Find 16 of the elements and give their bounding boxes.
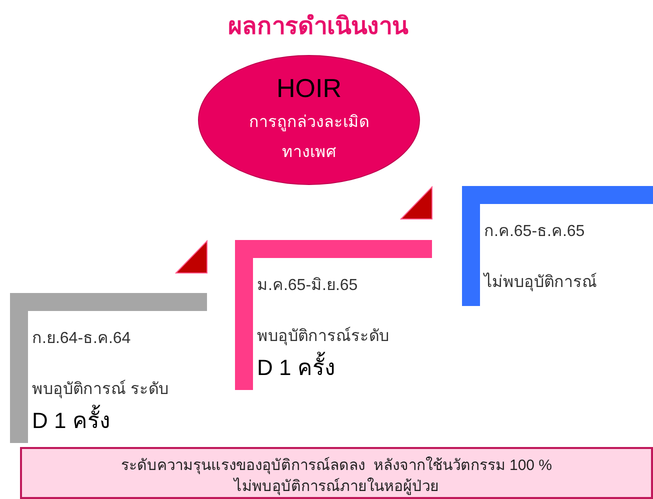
result-text: D 1 ครั้ง — [32, 403, 207, 438]
period-label: ม.ค.65-มิ.ย.65 — [257, 276, 359, 296]
result-text: ไม่พบอุบัติการณ์ — [484, 272, 598, 294]
step-bracket — [462, 186, 653, 306]
title: ผลการดำเนินงาน — [227, 12, 410, 42]
summary-text: ระดับความรุนแรงของอุบัติการณ์ลดลง หลังจากใช้นวัตกรรม 100 % — [120, 456, 554, 476]
summary-banner — [20, 447, 653, 499]
description: การถูกล่วงละเมิดทางเพศ — [248, 112, 370, 162]
period-label: ก.ค.65-ธ.ค.65 — [484, 222, 586, 242]
result-text: D 1 ครั้ง — [257, 350, 432, 385]
summary-text: ไม่พบอุบัติการณ์ภายในหอผู้ป่วย — [232, 476, 440, 497]
result-text: พบอุบัติการณ์ ระดับ — [32, 378, 170, 400]
step-bracket — [235, 240, 432, 390]
period-label: ก.ย.64-ธ.ค.64 — [32, 329, 132, 349]
result-text: พบอุบัติการณ์ระดับ — [257, 326, 390, 348]
heading: HOIR — [276, 72, 342, 104]
